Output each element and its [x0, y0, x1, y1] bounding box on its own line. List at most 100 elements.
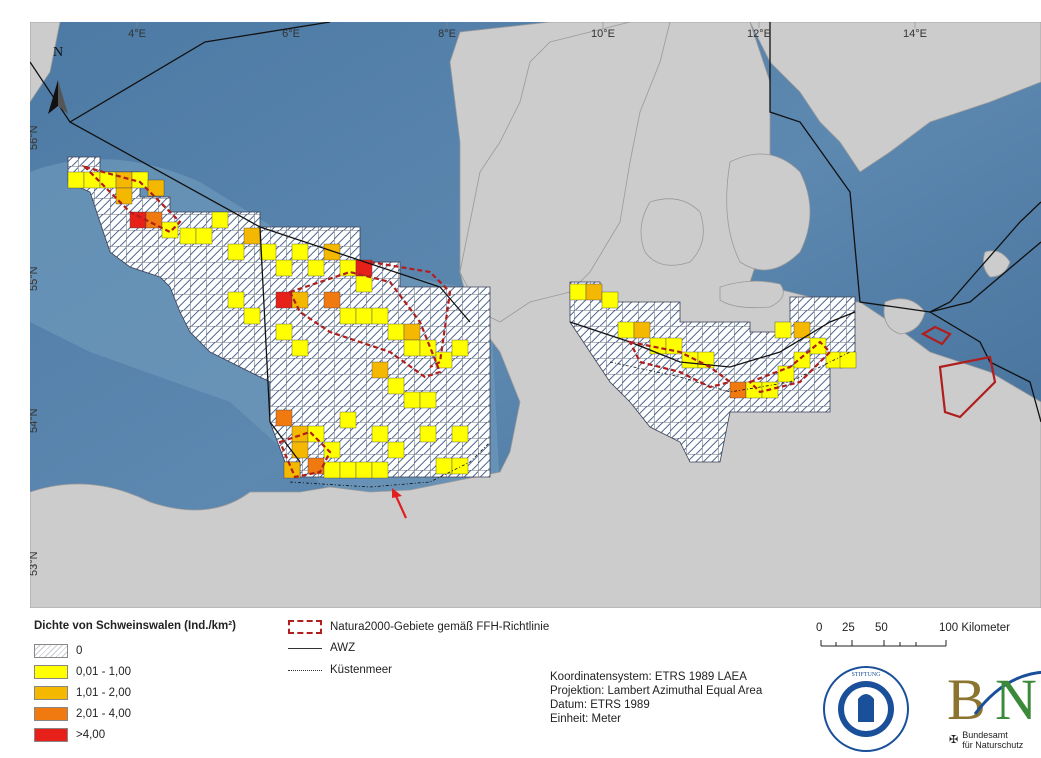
- density-cell: [585, 283, 603, 301]
- scale-label-100: 100 Kilometer: [939, 622, 1010, 634]
- legend-class-4: >4,00: [34, 728, 105, 742]
- map-canvas[interactable]: N: [30, 22, 1041, 608]
- density-cell: [291, 441, 309, 459]
- legend-class-2: 1,01 - 2,00: [34, 686, 131, 700]
- scale-label-50: 50: [875, 622, 888, 634]
- swatch-yellow: [34, 665, 68, 679]
- density-cell: [355, 259, 373, 277]
- lon-tick-6: 6°E: [282, 28, 300, 40]
- density-cell: [569, 283, 587, 301]
- land-bornholm: [982, 250, 1011, 278]
- density-cell: [227, 291, 245, 309]
- lat-tick-56: 56°N: [30, 125, 40, 150]
- kuestenmeer-line-sample: [288, 669, 322, 671]
- density-cell: [435, 457, 453, 475]
- density-cell: [839, 351, 857, 369]
- swatch-hatched: [34, 644, 68, 658]
- density-cell: [339, 307, 357, 325]
- density-cell: [387, 441, 405, 459]
- legend-class-label: >4,00: [76, 729, 106, 741]
- density-cell: [275, 323, 293, 341]
- north-arrow-icon: N: [48, 45, 68, 114]
- density-cells: [67, 171, 857, 479]
- density-cell: [371, 361, 389, 379]
- natura-label: Natura2000-Gebiete gemäß FFH-Richtlinie: [330, 621, 550, 633]
- swatch-orange: [34, 707, 68, 721]
- legend-awz: AWZ: [288, 642, 355, 654]
- density-cell: [307, 457, 325, 475]
- land-jutland: [459, 22, 671, 323]
- density-cell: [275, 409, 293, 427]
- land-sweden: [749, 22, 1041, 173]
- eagle-icon: ✠: [949, 734, 959, 746]
- density-cell: [601, 291, 619, 309]
- density-cell: [291, 339, 309, 357]
- legend-class-label: 2,01 - 4,00: [76, 708, 131, 720]
- bfn-line1: Bundesamt: [962, 730, 1008, 740]
- swatch-amber: [34, 686, 68, 700]
- density-cell: [259, 243, 277, 261]
- density-cell: [403, 323, 421, 341]
- lat-tick-54: 54°N: [30, 408, 40, 433]
- legend-class-label: 1,01 - 2,00: [76, 687, 131, 699]
- scale-bar: 0 25 50 100 Kilometer: [816, 620, 1041, 660]
- legend-class-label: 0: [76, 645, 83, 657]
- lon-tick-14: 14°E: [903, 28, 927, 40]
- density-cell: [793, 321, 811, 339]
- land-uk: [30, 22, 61, 103]
- density-cell: [371, 425, 389, 443]
- density-cell: [323, 243, 341, 261]
- density-cell: [387, 323, 405, 341]
- density-cell: [323, 441, 341, 459]
- density-cell: [371, 461, 389, 479]
- density-cell: [323, 291, 341, 309]
- density-cell: [745, 381, 763, 399]
- graticule: [30, 22, 916, 567]
- density-cell: [777, 365, 795, 383]
- awz-label: AWZ: [330, 642, 356, 654]
- density-cell: [211, 211, 229, 229]
- lon-tick-4: 4°E: [128, 28, 146, 40]
- land-netherlands-germany: [30, 22, 1041, 608]
- density-cell: [451, 425, 469, 443]
- legend-class-3: 2,01 - 4,00: [34, 707, 131, 721]
- kuestenmeer-boundary: [289, 351, 851, 488]
- density-cell: [147, 179, 165, 197]
- bfn-line2: für Naturschutz: [962, 740, 1024, 750]
- swatch-red: [34, 728, 68, 742]
- land-funen: [640, 198, 704, 266]
- svg-text:N: N: [995, 667, 1037, 726]
- scale-label-0: 0: [816, 622, 823, 634]
- svg-text:B: B: [947, 667, 986, 726]
- density-cell: [355, 307, 373, 325]
- density-cell: [275, 291, 293, 309]
- lat-tick-55: 55°N: [30, 266, 40, 291]
- legend: Dichte von Schweinswalen (Ind./km²) 0 0,…: [30, 612, 1041, 758]
- natura2000-areas: [81, 164, 997, 479]
- kuestenmeer-label: Küstenmeer: [330, 664, 393, 676]
- awz-line-sample: [288, 647, 322, 649]
- density-cell: [403, 391, 421, 409]
- density-cell: [243, 307, 261, 325]
- density-cell: [355, 461, 373, 479]
- density-cell: [355, 275, 373, 293]
- density-cell: [323, 461, 341, 479]
- scale-bar-graphic: [820, 640, 947, 647]
- map-frame[interactable]: N 4°E 6°E 8°E 10°E 12°E 14°E 56°N 55°N 5…: [30, 22, 1041, 608]
- density-cell: [291, 291, 309, 309]
- legend-kuestenmeer: Küstenmeer: [288, 664, 392, 676]
- density-cell: [291, 243, 309, 261]
- density-cell: [161, 221, 179, 239]
- density-cell: [307, 259, 325, 277]
- bfn-logo: B N ✠ Bundesamt für Naturschutz: [945, 664, 1041, 754]
- crs-info: Koordinatensystem: ETRS 1989 LAEA Projek…: [550, 670, 762, 726]
- density-cell: [195, 227, 213, 245]
- land-lolland: [719, 280, 784, 309]
- density-cell: [243, 227, 261, 245]
- legend-class-label: 0,01 - 1,00: [76, 666, 131, 678]
- density-cell: [451, 457, 469, 475]
- north-label: N: [53, 45, 63, 60]
- crs-line: Koordinatensystem: ETRS 1989 LAEA: [550, 671, 747, 683]
- density-cell: [115, 171, 133, 189]
- svg-text:STIFTUNG: STIFTUNG: [851, 672, 881, 678]
